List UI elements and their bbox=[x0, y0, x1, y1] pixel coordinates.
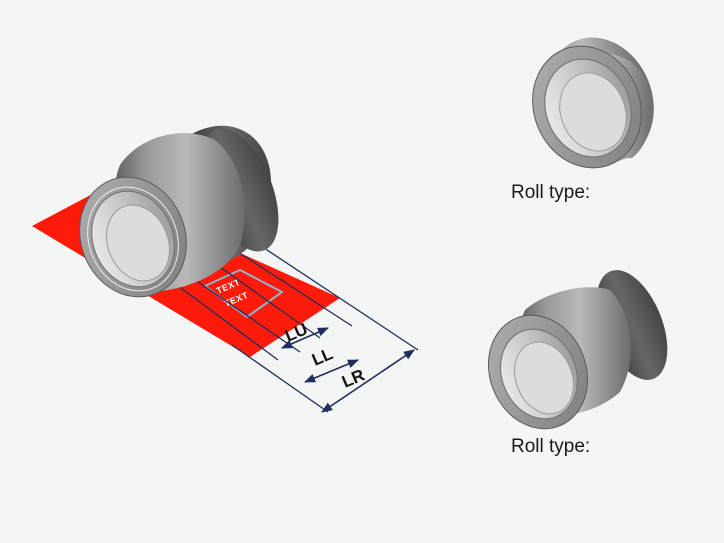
dim-label-ll: LL bbox=[309, 344, 336, 370]
main-roll-illustration: TEXT TEXT bbox=[32, 125, 419, 413]
dim-line-lr bbox=[321, 349, 415, 413]
roll-option-1-type-label: Roll type: bbox=[511, 182, 591, 203]
tape-guide-lines bbox=[169, 243, 419, 413]
roll-option-2-type-label: Roll type: bbox=[511, 436, 591, 457]
roll-option-2-illustration bbox=[487, 270, 668, 430]
dim-line-lu bbox=[280, 327, 330, 349]
dimension-annotations: LU LL LR bbox=[280, 319, 415, 413]
dim-label-lr: LR bbox=[339, 365, 367, 391]
roll-option-1-illustration bbox=[532, 37, 654, 169]
